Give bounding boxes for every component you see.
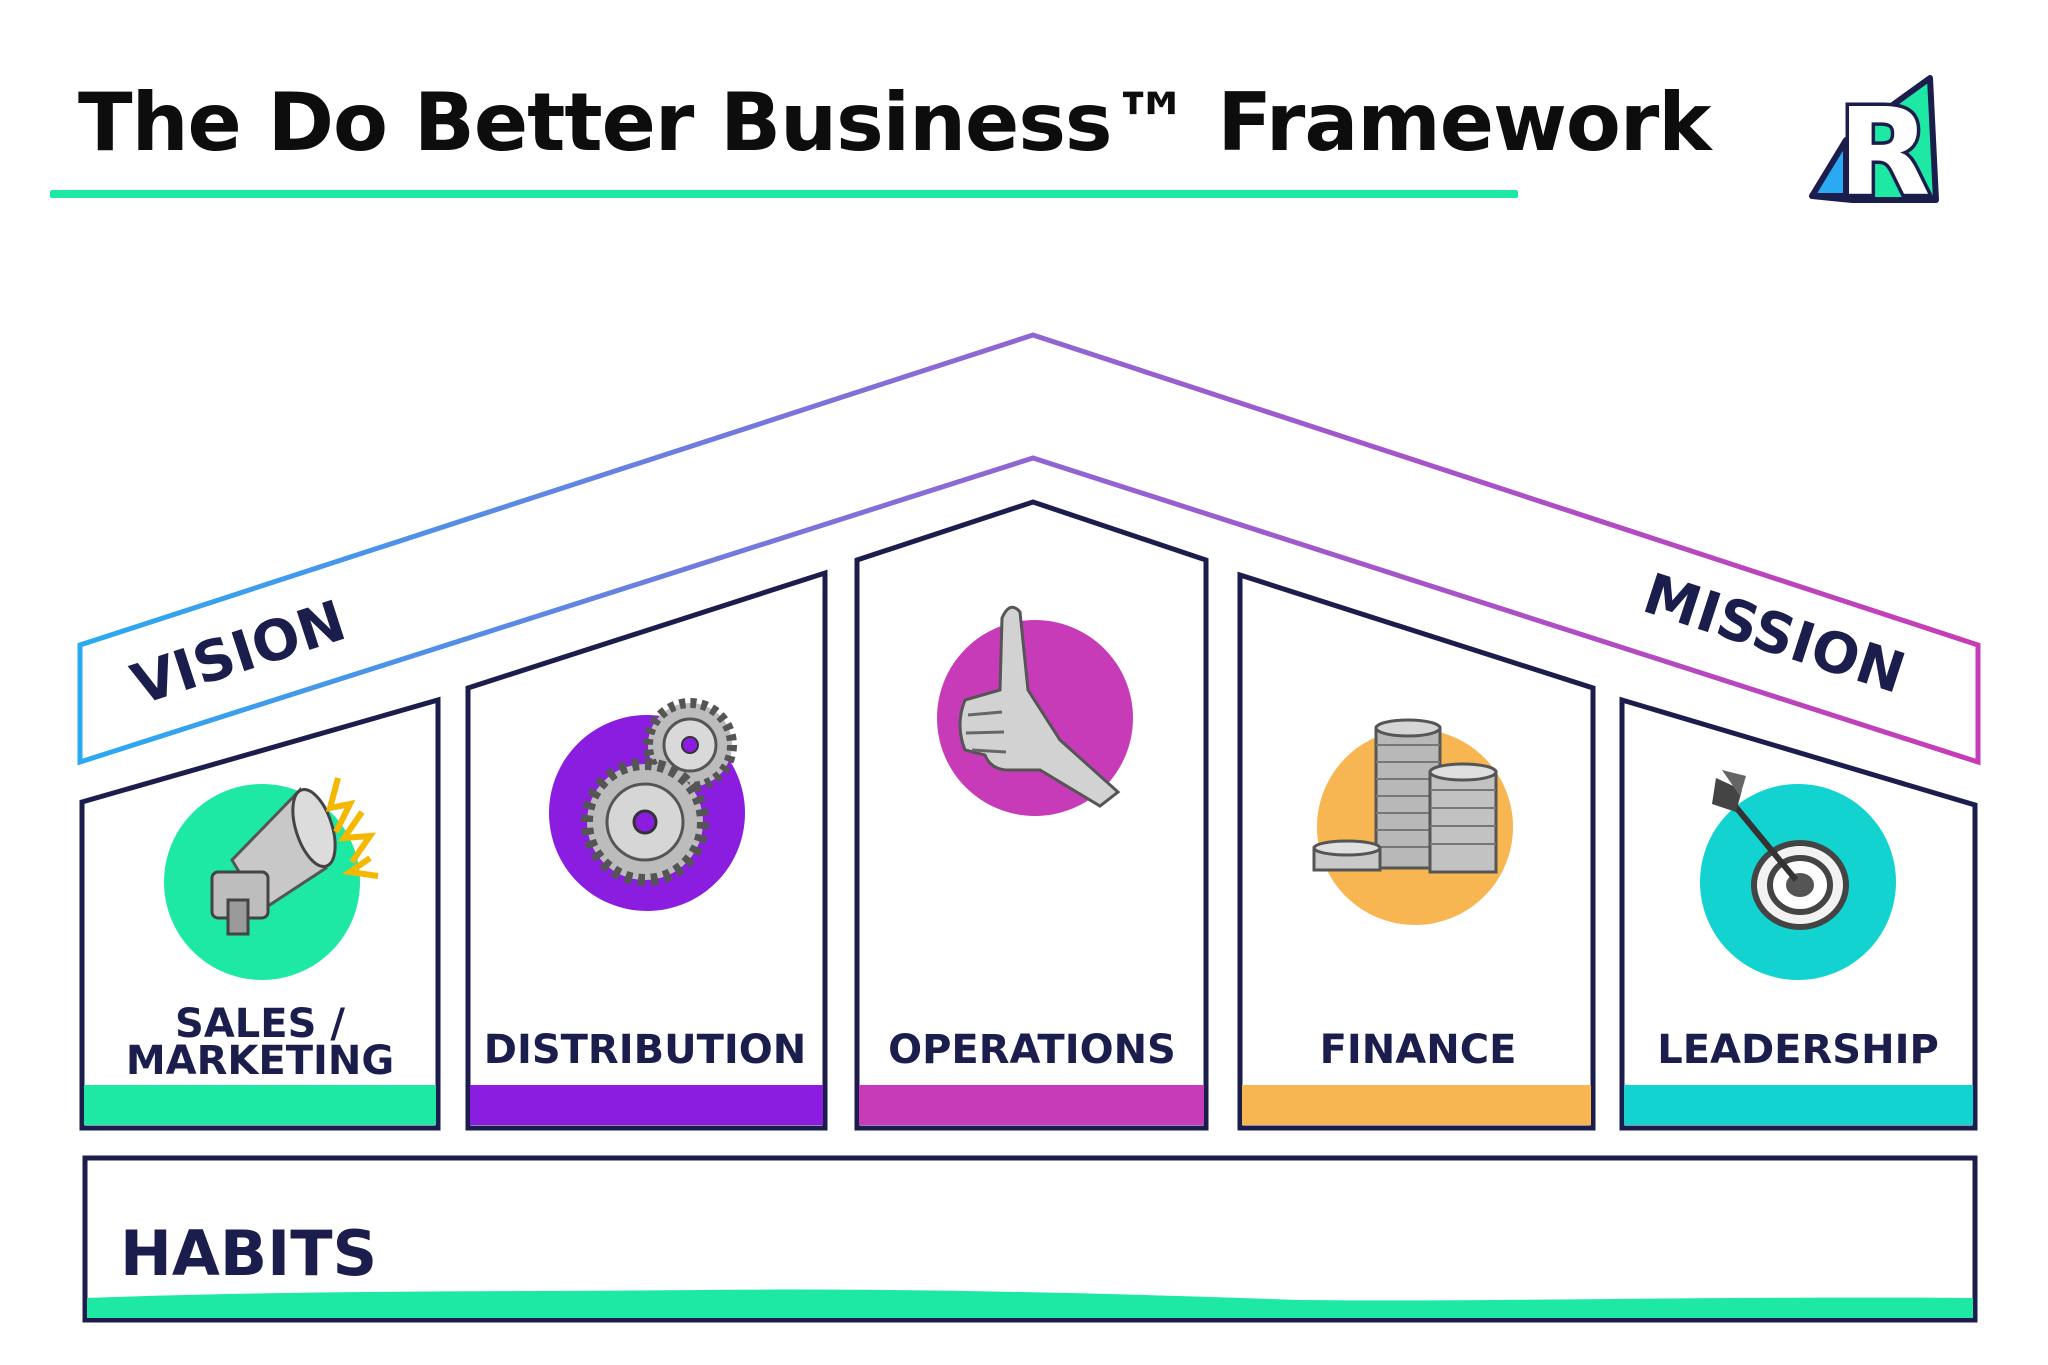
distribution-label: DISTRIBUTION xyxy=(484,1027,806,1073)
gears-icon xyxy=(549,698,745,911)
distribution-color-bar xyxy=(470,1085,823,1125)
page-title: The Do Better Business™ Framework xyxy=(78,76,1712,169)
finance-label: FINANCE xyxy=(1320,1027,1517,1073)
sales-color-bar xyxy=(84,1085,436,1125)
sales-label-line2: MARKETING xyxy=(126,1038,394,1084)
target-icon xyxy=(1700,770,1896,980)
logo-letter: R xyxy=(1838,84,1930,223)
title-underline xyxy=(50,190,1518,198)
mission-label: MISSION xyxy=(1636,561,1913,706)
megaphone-icon xyxy=(164,777,379,980)
thumbs-up-icon xyxy=(937,605,1133,816)
habits-color-bar xyxy=(87,1289,1973,1318)
sales-label-line1: SALES / xyxy=(175,1001,345,1047)
pillar-operations: OPERATIONS xyxy=(854,499,1209,1131)
vision-label: VISION xyxy=(124,589,353,719)
finance-color-bar xyxy=(1242,1085,1591,1125)
pillar-leadership: LEADERSHIP xyxy=(1619,696,1978,1131)
leadership-color-bar xyxy=(1624,1085,1973,1125)
habits-label: HABITS xyxy=(120,1217,377,1290)
foundation-habits: HABITS xyxy=(82,1155,1978,1323)
operations-color-bar xyxy=(859,1085,1204,1125)
pillar-sales-marketing: SALES / MARKETING xyxy=(79,696,441,1131)
logo-icon: R xyxy=(1809,75,1939,227)
pillar-distribution: DISTRIBUTION xyxy=(465,569,828,1131)
operations-label: OPERATIONS xyxy=(888,1027,1176,1073)
pillar-finance: FINANCE xyxy=(1237,571,1596,1131)
coins-icon xyxy=(1312,718,1513,925)
leadership-label: LEADERSHIP xyxy=(1657,1027,1939,1073)
